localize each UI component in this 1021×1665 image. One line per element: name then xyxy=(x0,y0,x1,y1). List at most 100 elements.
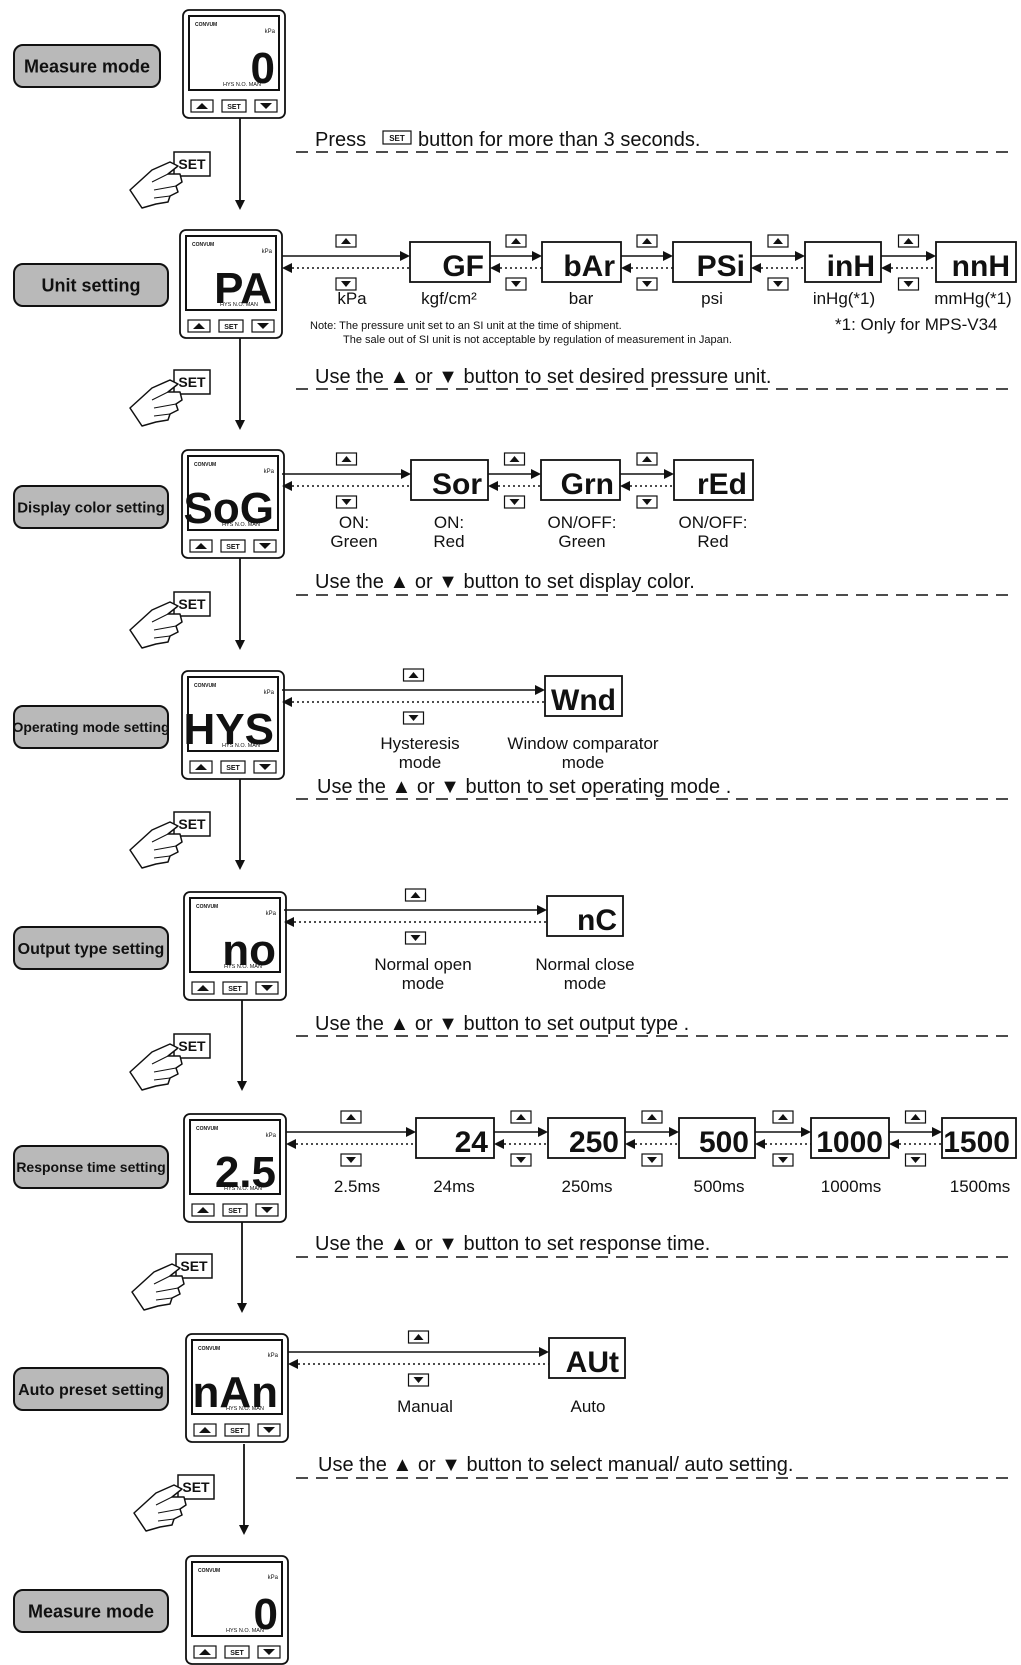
up-triangle-icon xyxy=(647,1114,657,1120)
device-unit-label: kPa xyxy=(268,1353,279,1359)
option-caption: Hysteresis mode xyxy=(380,734,460,772)
option-caption: ON/OFF: Green xyxy=(547,513,617,551)
chain-forward-arrowhead xyxy=(532,251,542,261)
option-display-box xyxy=(672,241,752,283)
chain-back-arrowhead xyxy=(889,1139,899,1149)
hand-icon xyxy=(131,1263,185,1311)
device-indicators: HYS N.O. MAN xyxy=(222,522,260,528)
down-triangle-icon xyxy=(516,1157,526,1163)
down-triangle-icon xyxy=(410,935,421,941)
down-triangle-icon xyxy=(509,499,520,505)
mode-label-auto_preset: Auto preset setting xyxy=(18,1382,164,1399)
option-display-value: 500 xyxy=(699,1126,749,1159)
option-display-box xyxy=(541,241,622,283)
chain-forward-arrowhead xyxy=(531,469,541,479)
option-display-box xyxy=(941,1117,1017,1159)
option-display-box xyxy=(935,241,1017,283)
chain-forward-arrowhead xyxy=(539,1347,549,1357)
mode-label-box xyxy=(13,1367,169,1411)
hand-finger-lines xyxy=(151,833,177,859)
mode-label-box xyxy=(13,44,161,88)
option-display-value: 24 xyxy=(455,1126,489,1159)
option-display-value: 1000 xyxy=(816,1126,883,1159)
down-triangle-icon xyxy=(260,103,272,109)
device-set-button xyxy=(222,1203,248,1217)
chain-forward-arrowhead xyxy=(401,469,411,479)
up-triangle-icon xyxy=(778,1114,788,1120)
down-triangle-icon xyxy=(257,323,269,329)
unit-footnote: *1: Only for MPS-V34 xyxy=(835,315,998,334)
chain-forward-arrowhead xyxy=(537,905,547,915)
device-set-button xyxy=(222,981,248,995)
chain-forward-arrowhead xyxy=(926,251,936,261)
option-display-value: GF xyxy=(442,250,484,283)
hand-finger-lines xyxy=(153,1275,179,1301)
option-display-box xyxy=(409,241,491,283)
up-triangle-icon xyxy=(413,1334,424,1340)
up-triangle-icon xyxy=(511,238,521,244)
device-indicators: HYS N.O. MAN xyxy=(222,743,260,749)
set-button-box xyxy=(173,1033,211,1059)
device-brand: CONVUM xyxy=(196,1126,218,1132)
option-caption: 24ms xyxy=(433,1177,475,1196)
chain-back-arrowhead xyxy=(286,1139,296,1149)
device-brand: CONVUM xyxy=(192,242,214,248)
option-display-box xyxy=(678,1117,756,1159)
device-set-button xyxy=(220,539,246,553)
device-display-value: 0 xyxy=(251,44,275,93)
option-caption: Auto xyxy=(570,1397,606,1416)
device-set-label: SET xyxy=(228,986,242,993)
up-triangle-icon xyxy=(341,238,351,244)
set-press-label: SET xyxy=(178,156,206,172)
set-button-box xyxy=(175,1253,213,1279)
down-triangle-icon xyxy=(263,1427,275,1433)
device-display-value: SoG xyxy=(184,484,274,533)
up-triangle-icon xyxy=(410,892,421,898)
device-unit-label: kPa xyxy=(264,469,275,475)
mode-label-box xyxy=(13,485,169,529)
device-set-button xyxy=(220,760,246,774)
device-unit-label: kPa xyxy=(266,911,277,917)
flow-arrowhead xyxy=(237,1303,247,1313)
up-triangle-icon xyxy=(197,985,209,991)
unit-note-line1: Note: The pressure unit set to an SI uni… xyxy=(310,320,622,332)
option-caption: bar xyxy=(568,289,594,308)
chain-back-arrowhead xyxy=(751,263,761,273)
device-indicators: HYS N.O. MAN xyxy=(224,964,262,970)
inline-set-icon xyxy=(382,130,412,145)
option-display-box xyxy=(546,895,624,937)
mode-label-response: Response time setting xyxy=(16,1159,165,1175)
device-set-label: SET xyxy=(227,104,241,111)
set-button-box xyxy=(177,1474,215,1500)
down-triangle-icon xyxy=(261,985,273,991)
hand-finger-lines xyxy=(151,613,177,639)
chain-forward-arrowhead xyxy=(801,1127,811,1137)
option-caption: Window comparator mode xyxy=(507,734,659,772)
mode-label-unit: Unit setting xyxy=(42,275,141,295)
hand-icon xyxy=(133,1484,187,1532)
device-screen xyxy=(185,235,277,311)
unit-note-line2: The sale out of SI unit is not acceptabl… xyxy=(343,334,732,346)
mode-label-measure_bottom: Measure mode xyxy=(28,1601,154,1621)
device-display-value: 2.5 xyxy=(215,1148,276,1197)
instruction-measure-after: button for more than 3 seconds. xyxy=(418,129,700,151)
option-display-box xyxy=(410,459,489,501)
down-triangle-icon xyxy=(903,281,914,287)
chain-forward-arrowhead xyxy=(932,1127,942,1137)
option-caption: Manual xyxy=(397,1397,453,1416)
set-press-label: SET xyxy=(178,816,206,832)
up-triangle-icon xyxy=(199,1649,211,1655)
chain-back-arrowhead xyxy=(881,263,891,273)
instruction-measure-before: Press xyxy=(315,129,366,151)
option-display-value: Wnd xyxy=(551,684,616,717)
device-display-value: PA xyxy=(214,264,272,313)
flow-arrowhead xyxy=(235,860,245,870)
set-button-box xyxy=(173,811,211,837)
option-display-box xyxy=(804,241,882,283)
option-display-box xyxy=(547,1117,626,1159)
chain-back-arrowhead xyxy=(284,917,294,927)
option-display-box xyxy=(415,1117,495,1159)
option-caption: 250ms xyxy=(561,1177,613,1196)
option-caption: kPa xyxy=(337,289,367,308)
